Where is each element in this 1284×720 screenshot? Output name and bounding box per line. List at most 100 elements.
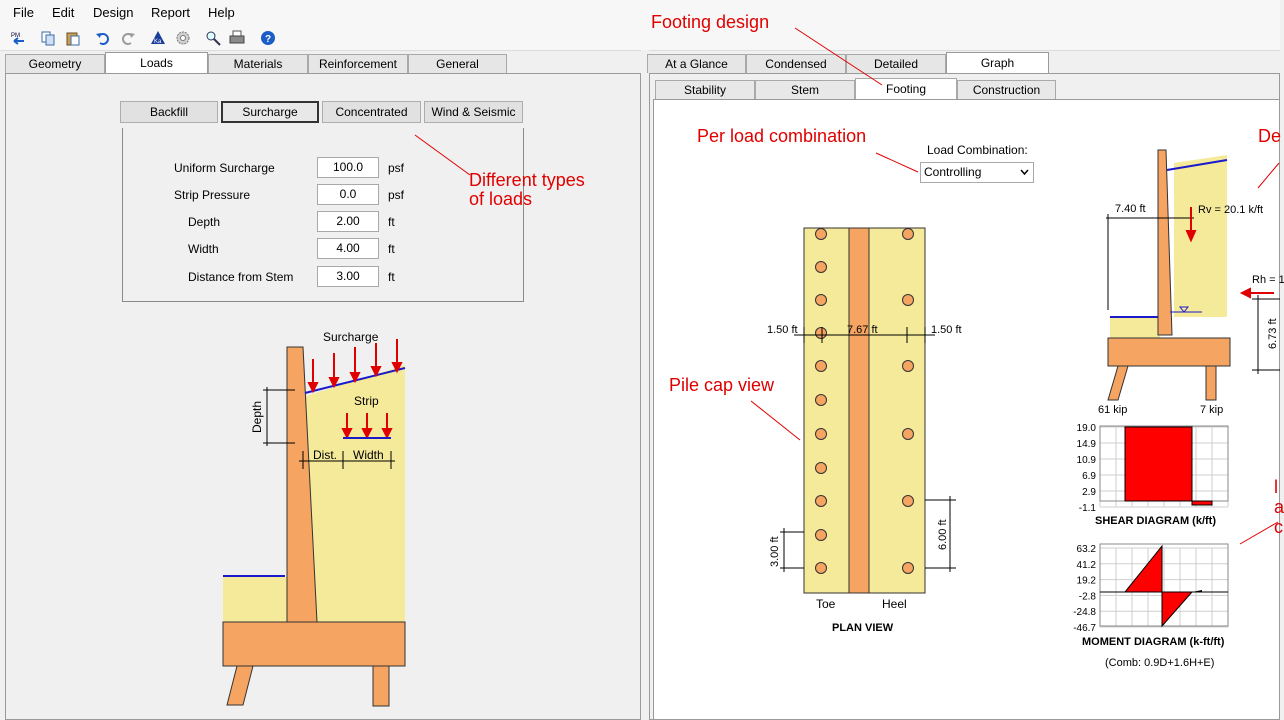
tab-at-a-glance[interactable]: At a Glance: [647, 54, 746, 73]
zoom-icon[interactable]: [205, 30, 221, 46]
annotation-pointer-footing: [794, 27, 883, 86]
axis-tick-label: 19.2: [1077, 576, 1097, 587]
strip-arrows: [341, 413, 393, 440]
annotation-of-loads: of loads: [469, 189, 533, 209]
surcharge-arrows: [307, 339, 403, 394]
pile-circle: [815, 495, 827, 507]
backfill-button[interactable]: Backfill: [120, 101, 218, 123]
print-icon[interactable]: [229, 30, 245, 46]
strip-diagram-label: Strip: [354, 394, 379, 408]
plan-spacing-right-dim: [925, 496, 956, 572]
plan-mid-dim: 7.67 ft: [847, 324, 878, 336]
axis-tick-label: -24.8: [1073, 607, 1096, 618]
concentrated-button[interactable]: Concentrated: [322, 101, 421, 123]
depth-input[interactable]: 2.00: [317, 211, 379, 232]
plan-view-diagram: 1.50 ft 7.67 ft 1.50 ft 3.00 ft 6.00 ft …: [767, 227, 962, 634]
depth-dimension: [263, 387, 295, 446]
tab-geometry[interactable]: Geometry: [5, 54, 105, 73]
annotation-pointer-loads: [414, 134, 471, 176]
copy-icon[interactable]: [40, 30, 56, 46]
help-icon[interactable]: ?: [260, 30, 276, 46]
menu-bar: File Edit Design Report Help: [0, 0, 1280, 26]
load-combination-select[interactable]: Controlling: [920, 162, 1034, 183]
ka-icon[interactable]: Ka: [150, 30, 166, 46]
section-left-pile: [1107, 365, 1129, 401]
toe-piles: [815, 228, 827, 574]
plan-spacing-right: 6.00 ft: [937, 519, 949, 550]
tab-condensed[interactable]: Condensed: [746, 54, 846, 73]
plan-view-title: PLAN VIEW: [832, 622, 894, 634]
menu-edit[interactable]: Edit: [52, 5, 75, 20]
axis-tick-label: 6.9: [1082, 471, 1096, 482]
backfill-soil: [223, 365, 405, 622]
pile-circle: [815, 428, 827, 440]
strip-pressure-label: Strip Pressure: [174, 188, 251, 202]
pile-circle: [902, 228, 914, 240]
annotation-cut-c: c: [1274, 517, 1283, 537]
annotation-footing-design: Footing design: [651, 12, 770, 32]
menu-report[interactable]: Report: [151, 5, 191, 20]
plan-horizontal-dim: [794, 327, 935, 343]
footing-section-diagram: 7.40 ft Rv = 20.1 k/ft Rh = 1 6.73 ft 61…: [1098, 149, 1284, 416]
tab-general[interactable]: General: [408, 54, 507, 73]
load-combination-value: Controlling: [924, 165, 982, 179]
distance-from-stem-unit: ft: [388, 270, 395, 284]
surcharge-button[interactable]: Surcharge: [221, 101, 319, 123]
axis-tick-label: -1.1: [1079, 503, 1097, 514]
pile-circle: [815, 529, 827, 541]
axis-tick-label: 19.0: [1077, 423, 1097, 434]
stem-plan: [848, 227, 870, 594]
section-right-pile-load: 7 kip: [1200, 404, 1223, 416]
svg-text:PM: PM: [11, 33, 20, 39]
load-combination-label: Load Combination:: [927, 143, 1028, 157]
pile-circle: [815, 462, 827, 474]
paste-icon[interactable]: [65, 30, 81, 46]
section-stem: [1157, 149, 1173, 336]
tab-loads[interactable]: Loads: [105, 52, 208, 74]
strip-pressure-input[interactable]: 0.0: [317, 184, 379, 205]
section-toe-soil: [1110, 317, 1160, 340]
shear-ticks: 19.014.910.96.92.9-1.1: [1077, 423, 1097, 514]
splitter[interactable]: [641, 50, 649, 720]
annotation-pointer-section: [1257, 162, 1280, 189]
tab-detailed[interactable]: Detailed: [846, 54, 946, 73]
tab-materials[interactable]: Materials: [208, 54, 308, 73]
chevron-down-icon: [1020, 169, 1029, 176]
redo-icon[interactable]: [120, 30, 136, 46]
tab-reinforcement[interactable]: Reinforcement: [308, 54, 408, 73]
annotation-cut-a: a: [1274, 497, 1284, 517]
distance-from-stem-label: Distance from Stem: [188, 270, 294, 284]
pm-back-icon[interactable]: PM: [10, 30, 26, 46]
tab-graph[interactable]: Graph: [946, 52, 1049, 74]
uniform-surcharge-input[interactable]: 100.0: [317, 157, 379, 178]
water-marker-icon: [1178, 306, 1190, 313]
subtab-stem[interactable]: Stem: [755, 80, 855, 99]
shear-diagram: 19.014.910.96.92.9-1.1 SHEAR DIAGRAM (k/…: [1077, 423, 1229, 527]
wall-footing: [222, 621, 406, 667]
section-height: 6.73 ft: [1267, 318, 1279, 349]
undo-icon[interactable]: [95, 30, 111, 46]
axis-tick-label: 63.2: [1077, 544, 1097, 555]
moment-frame: [1099, 543, 1229, 627]
width-diagram-label: Width: [353, 448, 384, 462]
menu-help[interactable]: Help: [208, 5, 235, 20]
pile-circle: [815, 228, 827, 240]
plan-spacing-left-dim: [780, 528, 804, 572]
wall-surcharge-diagram: Surcharge Strip Depth Dist. Width: [222, 330, 406, 707]
annotation-per-load-combination: Per load combination: [697, 126, 867, 146]
wind-seismic-button[interactable]: Wind & Seismic: [424, 101, 523, 123]
shear-negative-region: [1191, 500, 1213, 506]
subtab-stability[interactable]: Stability: [655, 80, 755, 99]
pile-circle: [902, 562, 914, 574]
gear-icon[interactable]: [175, 30, 191, 46]
menu-design[interactable]: Design: [93, 5, 134, 20]
pile-circle: [815, 360, 827, 372]
width-input[interactable]: 4.00: [317, 238, 379, 259]
pile-circle: [902, 360, 914, 372]
menu-file[interactable]: File: [13, 5, 34, 20]
svg-text:?: ?: [265, 34, 271, 45]
subtab-construction[interactable]: Construction: [957, 80, 1056, 99]
moment-ticks: 63.241.219.2-2.8-24.8-46.7: [1073, 544, 1096, 634]
distance-from-stem-input[interactable]: 3.00: [317, 266, 379, 287]
surcharge-group: [122, 128, 524, 302]
